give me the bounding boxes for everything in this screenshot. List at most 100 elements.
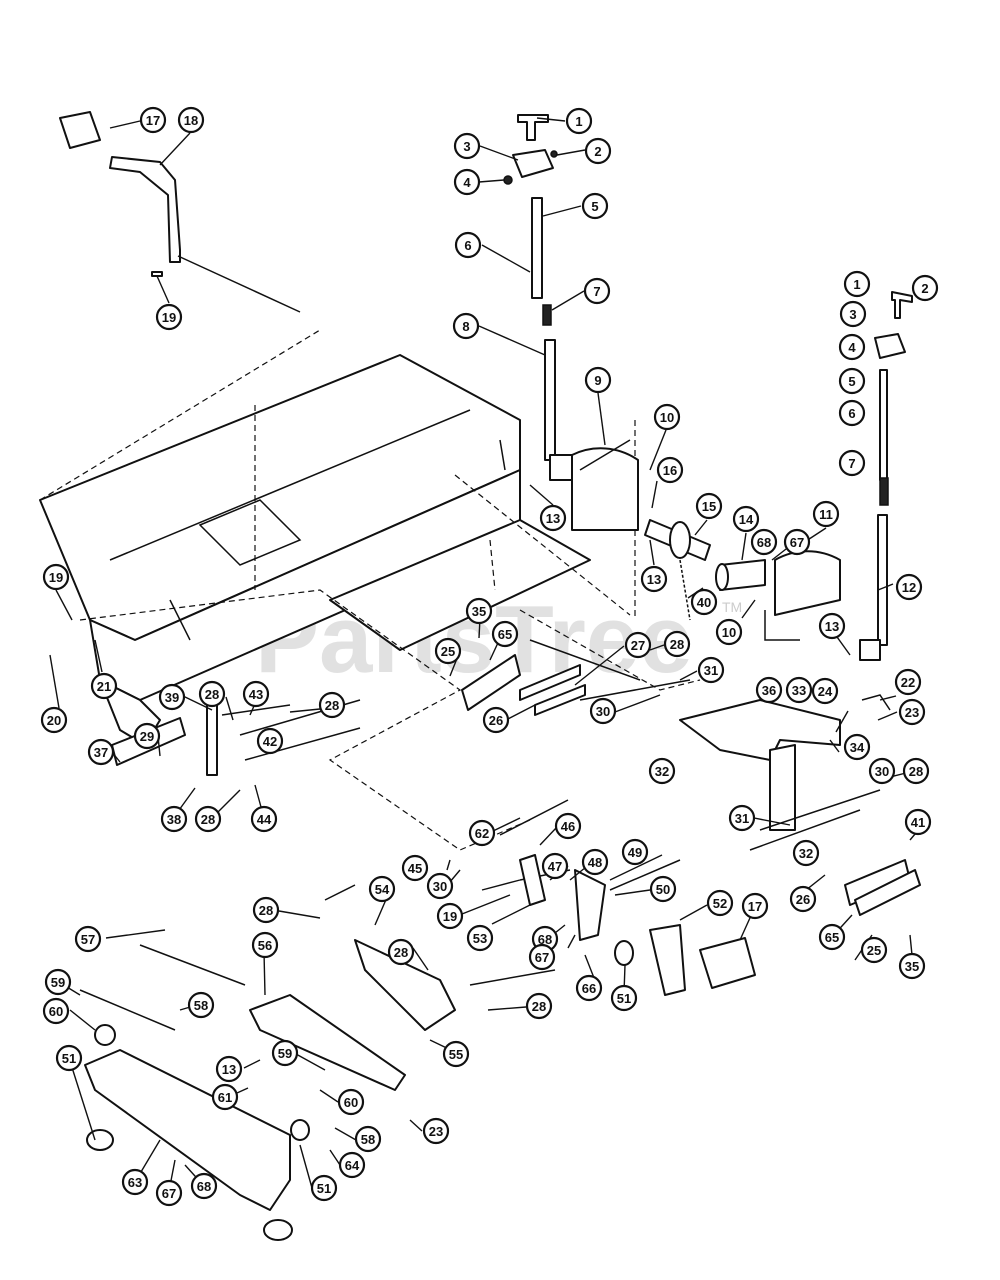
callout-35-mid[interactable]: 35 — [465, 597, 493, 625]
callout-45[interactable]: 45 — [401, 854, 429, 882]
callout-29[interactable]: 29 — [133, 722, 161, 750]
callout-16[interactable]: 16 — [656, 456, 684, 484]
callout-19-left[interactable]: 19 — [42, 563, 70, 591]
callout-28-low-b[interactable]: 28 — [387, 938, 415, 966]
callout-2[interactable]: 2 — [584, 137, 612, 165]
callout-11[interactable]: 11 — [812, 500, 840, 528]
callout-47[interactable]: 47 — [541, 852, 569, 880]
callout-68-top[interactable]: 68 — [750, 528, 778, 556]
callout-58-mid[interactable]: 58 — [354, 1125, 382, 1153]
callout-67-bottom[interactable]: 67 — [155, 1179, 183, 1207]
callout-37[interactable]: 37 — [87, 738, 115, 766]
callout-54[interactable]: 54 — [368, 875, 396, 903]
callout-28-left-b[interactable]: 28 — [318, 691, 346, 719]
callout-26-right[interactable]: 26 — [789, 885, 817, 913]
callout-57[interactable]: 57 — [74, 925, 102, 953]
callout-67-low[interactable]: 67 — [528, 943, 556, 971]
callout-58-left[interactable]: 58 — [187, 991, 215, 1019]
callout-61[interactable]: 61 — [211, 1083, 239, 1111]
callout-26-mid[interactable]: 26 — [482, 706, 510, 734]
callout-10[interactable]: 10 — [653, 403, 681, 431]
callout-42[interactable]: 42 — [256, 727, 284, 755]
callout-13-right[interactable]: 13 — [818, 612, 846, 640]
callout-28-low-c[interactable]: 28 — [525, 992, 553, 1020]
callout-55[interactable]: 55 — [442, 1040, 470, 1068]
callout-23-right[interactable]: 23 — [898, 698, 926, 726]
callout-13-mid[interactable]: 13 — [640, 565, 668, 593]
callout-13[interactable]: 13 — [539, 504, 567, 532]
callout-6-right[interactable]: 6 — [838, 399, 866, 427]
callout-3[interactable]: 3 — [453, 132, 481, 160]
callout-52[interactable]: 52 — [706, 889, 734, 917]
callout-10-mid[interactable]: 10 — [715, 618, 743, 646]
callout-20[interactable]: 20 — [40, 706, 68, 734]
callout-51-low[interactable]: 51 — [310, 1174, 338, 1202]
callout-17[interactable]: 17 — [139, 106, 167, 134]
callout-51-left[interactable]: 51 — [55, 1044, 83, 1072]
callout-15[interactable]: 15 — [695, 492, 723, 520]
callout-59-mid[interactable]: 59 — [271, 1039, 299, 1067]
callout-5[interactable]: 5 — [581, 192, 609, 220]
callout-53[interactable]: 53 — [466, 924, 494, 952]
callout-30-mid[interactable]: 30 — [589, 697, 617, 725]
callout-4[interactable]: 4 — [453, 168, 481, 196]
callout-65-right[interactable]: 65 — [818, 923, 846, 951]
callout-8[interactable]: 8 — [452, 312, 480, 340]
callout-9[interactable]: 9 — [584, 366, 612, 394]
callout-6[interactable]: 6 — [454, 231, 482, 259]
callout-13-low[interactable]: 13 — [215, 1055, 243, 1083]
callout-28-mid[interactable]: 28 — [663, 630, 691, 658]
callout-67-top[interactable]: 67 — [783, 528, 811, 556]
callout-50[interactable]: 50 — [649, 875, 677, 903]
callout-28-low-a[interactable]: 28 — [252, 896, 280, 924]
callout-39[interactable]: 39 — [158, 683, 186, 711]
callout-30-right[interactable]: 30 — [868, 757, 896, 785]
callout-3-right[interactable]: 3 — [839, 300, 867, 328]
callout-62[interactable]: 62 — [468, 819, 496, 847]
callout-41[interactable]: 41 — [904, 808, 932, 836]
callout-21[interactable]: 21 — [90, 672, 118, 700]
callout-23-low[interactable]: 23 — [422, 1117, 450, 1145]
callout-31-right[interactable]: 31 — [728, 804, 756, 832]
callout-34[interactable]: 34 — [843, 733, 871, 761]
callout-7[interactable]: 7 — [583, 277, 611, 305]
callout-49[interactable]: 49 — [621, 838, 649, 866]
callout-4-right[interactable]: 4 — [838, 333, 866, 361]
callout-25-mid[interactable]: 25 — [434, 637, 462, 665]
callout-51-mid[interactable]: 51 — [610, 984, 638, 1012]
callout-65-mid[interactable]: 65 — [491, 620, 519, 648]
callout-5-right[interactable]: 5 — [838, 367, 866, 395]
callout-2-right[interactable]: 2 — [911, 274, 939, 302]
callout-66[interactable]: 66 — [575, 974, 603, 1002]
callout-19[interactable]: 19 — [155, 303, 183, 331]
callout-1[interactable]: 1 — [565, 107, 593, 135]
callout-12[interactable]: 12 — [895, 573, 923, 601]
callout-63[interactable]: 63 — [121, 1168, 149, 1196]
callout-28-right[interactable]: 28 — [902, 757, 930, 785]
callout-31-mid[interactable]: 31 — [697, 656, 725, 684]
callout-56[interactable]: 56 — [251, 931, 279, 959]
callout-43[interactable]: 43 — [242, 680, 270, 708]
callout-68-bottom[interactable]: 68 — [190, 1172, 218, 1200]
callout-32-b[interactable]: 32 — [792, 839, 820, 867]
callout-40[interactable]: 40 — [690, 588, 718, 616]
callout-36[interactable]: 36 — [755, 676, 783, 704]
callout-64[interactable]: 64 — [338, 1151, 366, 1179]
callout-59-left[interactable]: 59 — [44, 968, 72, 996]
callout-19-low[interactable]: 19 — [436, 902, 464, 930]
callout-44[interactable]: 44 — [250, 805, 278, 833]
callout-18[interactable]: 18 — [177, 106, 205, 134]
callout-48[interactable]: 48 — [581, 848, 609, 876]
callout-32-a[interactable]: 32 — [648, 757, 676, 785]
callout-25-right[interactable]: 25 — [860, 936, 888, 964]
callout-17-low[interactable]: 17 — [741, 892, 769, 920]
callout-28-left-c[interactable]: 28 — [194, 805, 222, 833]
callout-33[interactable]: 33 — [785, 676, 813, 704]
callout-35-right[interactable]: 35 — [898, 952, 926, 980]
callout-60-left[interactable]: 60 — [42, 997, 70, 1025]
callout-7-right[interactable]: 7 — [838, 449, 866, 477]
callout-38[interactable]: 38 — [160, 805, 188, 833]
callout-28-left-a[interactable]: 28 — [198, 680, 226, 708]
callout-24[interactable]: 24 — [811, 677, 839, 705]
callout-46[interactable]: 46 — [554, 812, 582, 840]
